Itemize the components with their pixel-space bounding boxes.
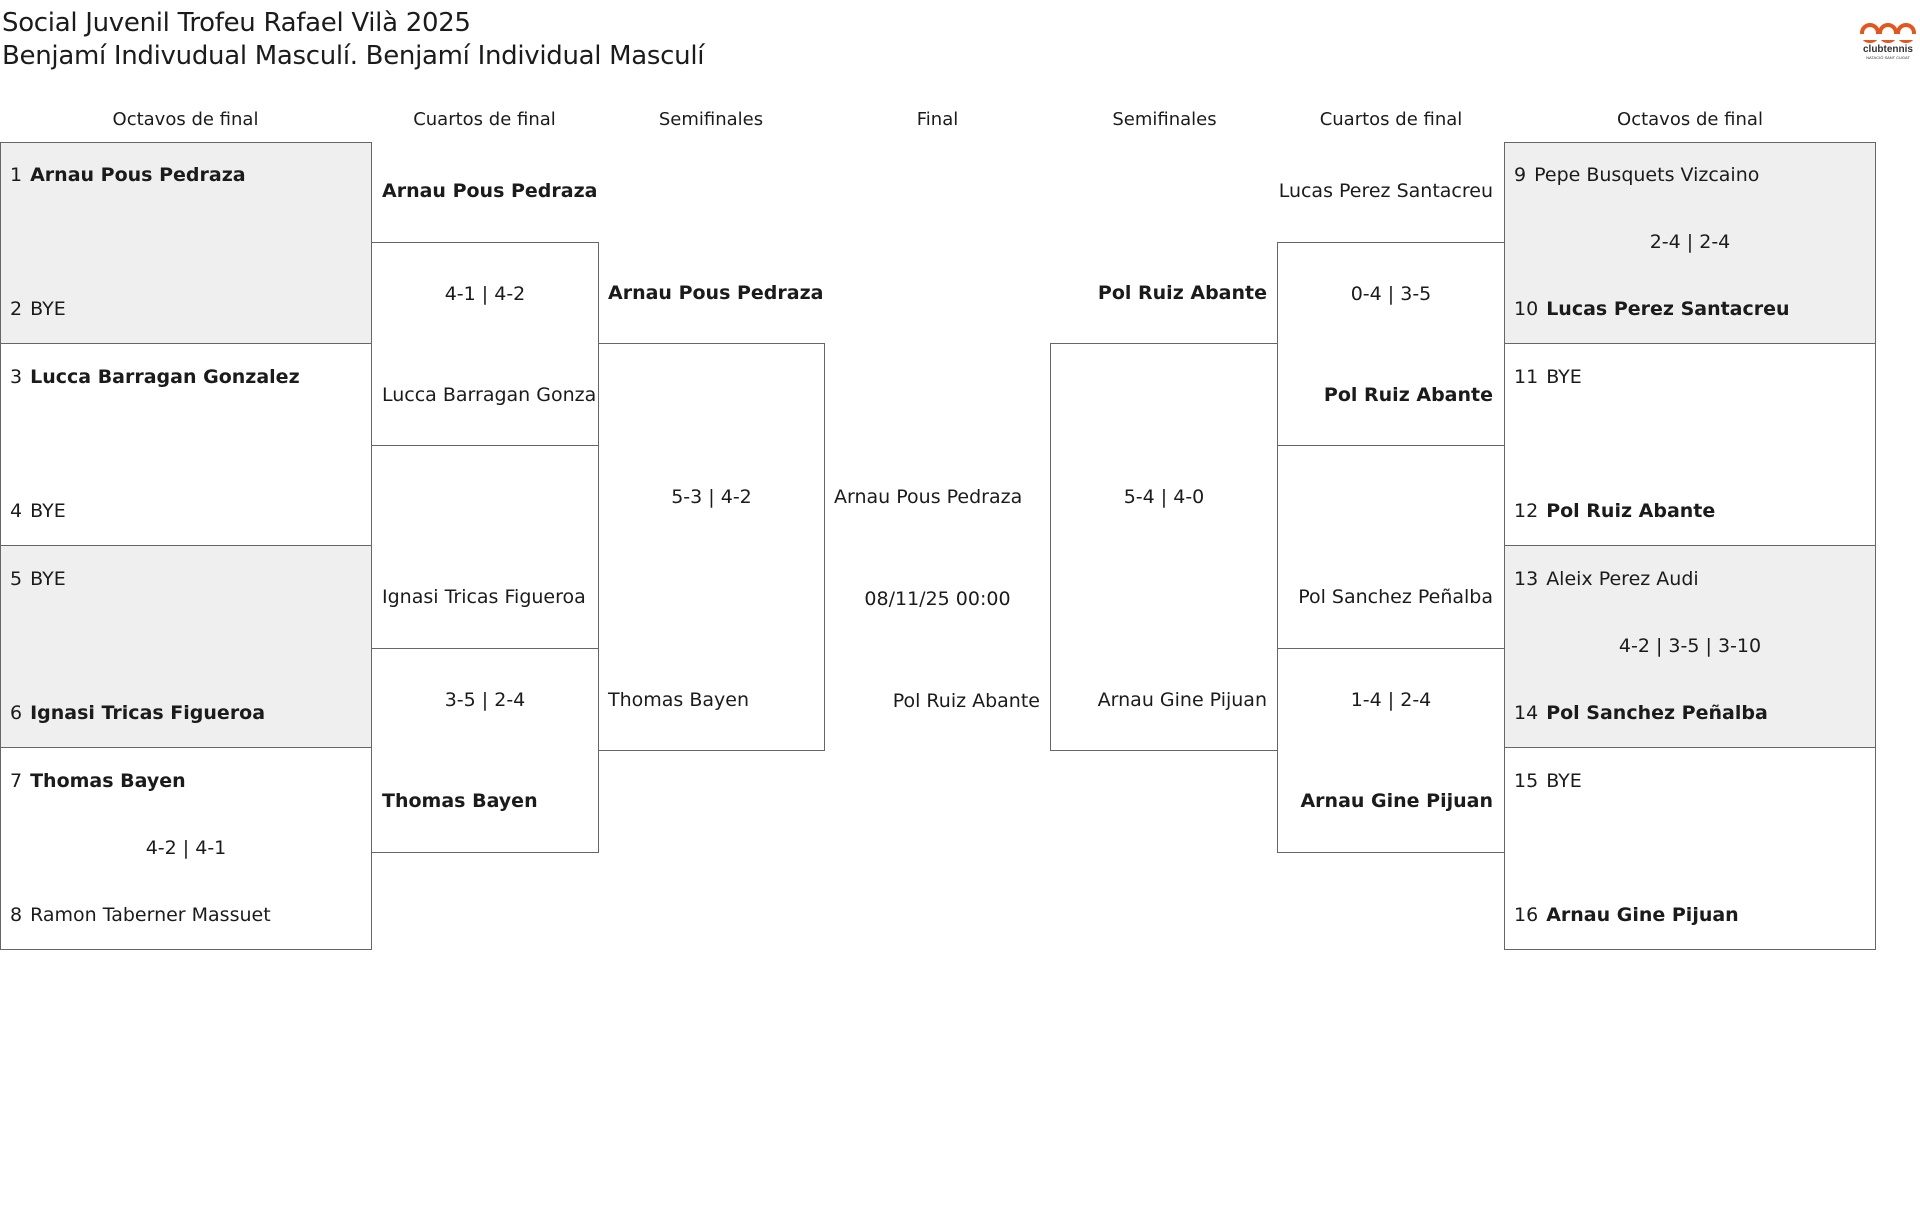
sf-right-score: 5-4 | 4-0	[1123, 486, 1205, 508]
qf-left-top-player-2: Lucca Barragan Gonzalez	[382, 384, 598, 406]
final-player-2: Pol Ruiz Abante	[892, 690, 1040, 712]
qf-left-bottom-score: 3-5 | 2-4	[444, 689, 526, 711]
club-logo: clubtennis NATACIÓ SANT CUGAT	[1860, 22, 1916, 60]
r16-match-7	[1504, 545, 1876, 748]
qf-match-right-bottom	[1277, 648, 1505, 853]
club-logo-icon: clubtennis NATACIÓ SANT CUGAT	[1860, 23, 1916, 60]
sf-match-left	[598, 343, 825, 751]
r16-match-1	[0, 142, 372, 344]
qf-right-bottom-player-1: Pol Sanchez Peñalba	[1298, 586, 1493, 608]
sf-left-player-1: Arnau Pous Pedraza	[608, 282, 824, 304]
round-header-right-qf: Cuartos de final	[1319, 109, 1463, 130]
qf-match-right-top	[1277, 242, 1505, 446]
qf-left-bottom-player-1: Ignasi Tricas Figueroa	[382, 586, 586, 608]
sf-left-player-2: Thomas Bayen	[608, 689, 750, 711]
qf-match-left-top	[371, 242, 599, 446]
sf-match-right	[1050, 343, 1278, 751]
round-header-left-qf: Cuartos de final	[413, 109, 556, 130]
round-header-right-r16: Octavos de final	[1617, 109, 1763, 130]
round-header-left-sf: Semifinales	[658, 109, 764, 130]
draw-title: Benjamí Indivudual Masculí. Benjamí Indi…	[2, 41, 705, 71]
sf-right-player-2: Arnau Gine Pijuan	[1097, 689, 1267, 711]
r16-score-4: 4-2 | 4-1	[145, 837, 227, 859]
sf-right-player-1: Pol Ruiz Abante	[1097, 282, 1267, 304]
final-player-1: Arnau Pous Pedraza	[834, 486, 1023, 508]
round-header-right-sf: Semifinales	[1112, 109, 1217, 130]
qf-left-bottom-player-2: Thomas Bayen	[382, 790, 538, 812]
svg-text:clubtennis: clubtennis	[1863, 44, 1913, 55]
qf-right-top-player-2: Pol Ruiz Abante	[1323, 384, 1493, 406]
sf-left-score: 5-3 | 4-2	[671, 486, 752, 508]
qf-left-top-score: 4-1 | 4-2	[444, 283, 526, 305]
qf-left-top-player-1: Arnau Pous Pedraza	[382, 180, 598, 202]
qf-right-bottom-player-2: Arnau Gine Pijuan	[1300, 790, 1493, 812]
svg-text:NATACIÓ SANT CUGAT: NATACIÓ SANT CUGAT	[1866, 55, 1910, 60]
qf-right-top-player-1: Lucas Perez Santacreu	[1278, 180, 1493, 202]
r16-match-5	[1504, 142, 1876, 344]
qf-match-left-bottom	[371, 648, 599, 853]
final-datetime: 08/11/25 00:00	[864, 588, 1011, 610]
qf-right-bottom-score: 1-4 | 2-4	[1350, 689, 1432, 711]
r16-score-5: 2-4 | 2-4	[1649, 231, 1731, 253]
round-header-final: Final	[916, 109, 959, 130]
round-header-left-r16: Octavos de final	[112, 109, 259, 130]
r16-score-7: 4-2 | 3-5 | 3-10	[1618, 635, 1762, 657]
event-title: Social Juvenil Trofeu Rafael Vilà 2025	[2, 8, 471, 38]
qf-right-top-score: 0-4 | 3-5	[1350, 283, 1432, 305]
